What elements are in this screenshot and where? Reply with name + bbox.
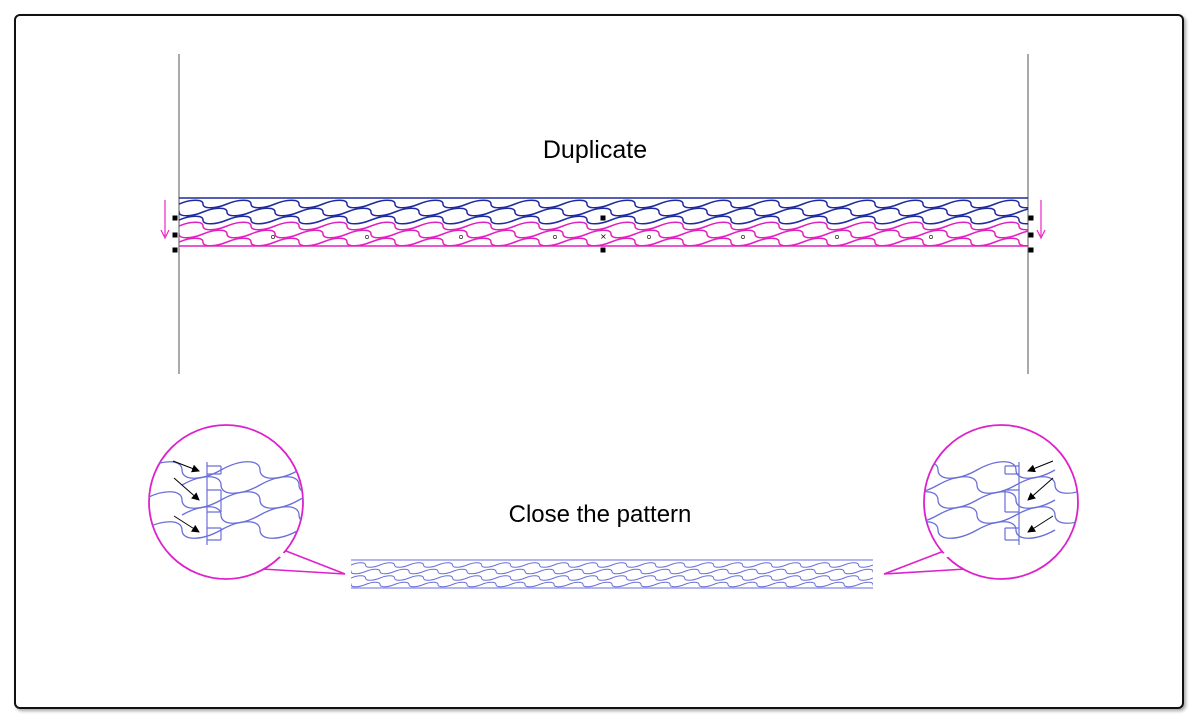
pattern-wave — [351, 568, 873, 575]
original-pattern — [179, 197, 1028, 225]
duplicate-pattern — [179, 221, 1028, 247]
pattern-wave — [351, 575, 873, 581]
pattern-wave — [149, 521, 303, 539]
pattern-wave — [179, 207, 1028, 217]
move-down-arrow-icon — [1036, 200, 1046, 240]
selection-handle-icon — [600, 247, 606, 253]
selection-handle-icon — [172, 232, 178, 238]
pattern-wave — [179, 199, 1028, 209]
selection-handle-icon — [172, 215, 178, 221]
pattern-wave — [351, 562, 873, 568]
magnifier-callout-icon — [883, 424, 1079, 580]
svg-text:×: × — [600, 232, 607, 241]
pattern-wave — [924, 521, 1056, 539]
pattern-wave — [179, 229, 1028, 239]
selection-handle-icon — [172, 247, 178, 253]
close-pattern-step-label: Close the pattern — [508, 501, 692, 528]
pointer-arrow-icon — [172, 460, 1054, 533]
selection-handle-icon — [1028, 215, 1034, 221]
duplicate-step-label: Duplicate — [542, 136, 648, 164]
pattern-wave — [179, 237, 1028, 247]
selection-handle-icon — [600, 215, 606, 221]
pattern-wave — [179, 221, 1028, 231]
pattern-wave — [351, 581, 873, 588]
selection-handle-icon — [1028, 247, 1034, 253]
diagram-frame — [14, 14, 1184, 709]
selection-handle-icon — [1028, 232, 1034, 238]
magnifier-callout-icon — [148, 424, 346, 580]
move-down-arrow-icon — [160, 200, 170, 240]
pattern-wave — [179, 215, 1028, 225]
selection-handles: × — [172, 215, 1034, 253]
closed-pattern — [351, 559, 873, 589]
